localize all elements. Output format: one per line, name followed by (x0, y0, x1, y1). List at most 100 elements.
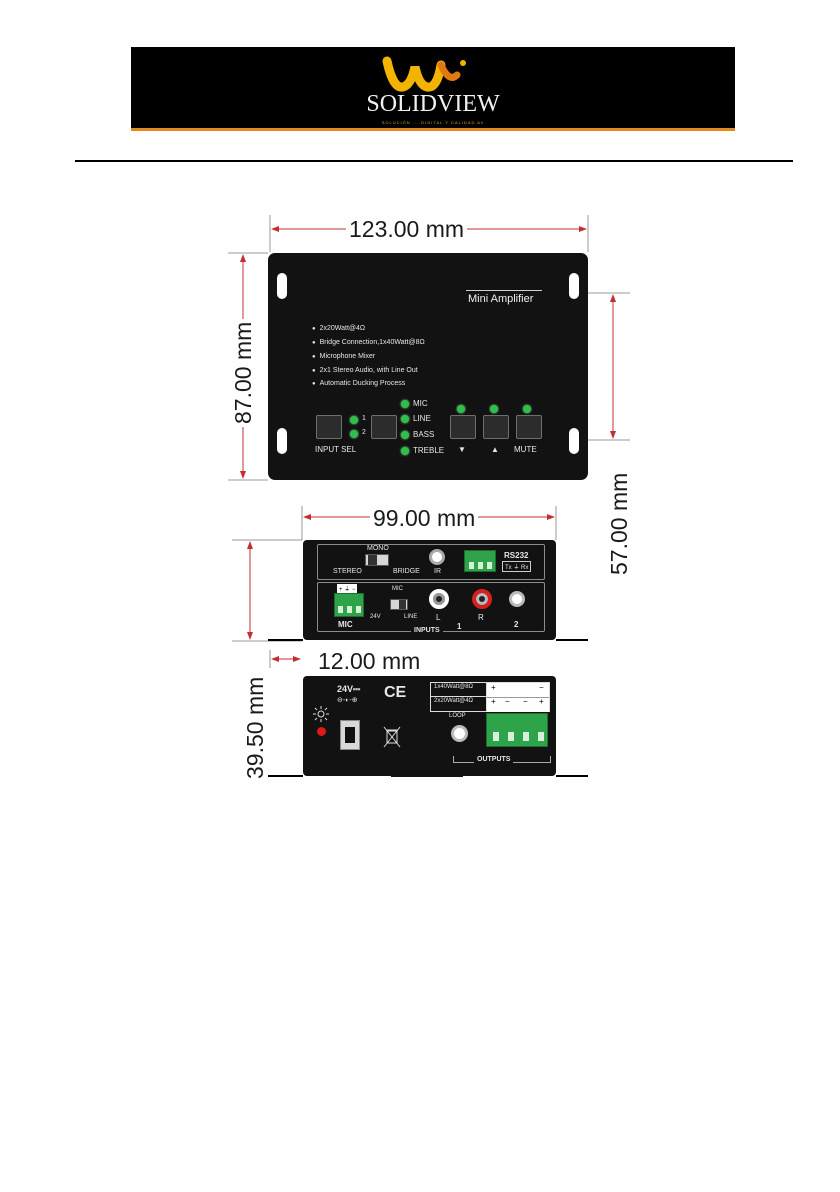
feature-item: Bridge Connection,1x40Watt@8Ω (312, 339, 425, 346)
header-rule (75, 160, 793, 162)
mic-label: MIC (338, 620, 353, 629)
right-label: R (478, 613, 484, 622)
mode-label: BASS (413, 430, 435, 439)
feature-item: 2x20Watt@4Ω (312, 325, 366, 332)
mount-slot (569, 273, 579, 299)
mic-terminal[interactable] (334, 593, 364, 617)
rear-right-flange (556, 639, 588, 641)
table-divider (431, 696, 487, 697)
down-arrow-icon: ▼ (458, 445, 466, 454)
stereo-sign: + (491, 697, 496, 706)
mode-switch[interactable] (365, 554, 389, 566)
volume-up-button[interactable] (483, 415, 509, 439)
mic-led (401, 400, 409, 408)
top-panel: Mini Amplifier 2x20Watt@4Ω Bridge Connec… (268, 253, 588, 480)
up-arrow-icon: ▲ (491, 445, 499, 454)
feature-item: Automatic Ducking Process (312, 380, 406, 387)
crossed-bin-icon (383, 726, 401, 748)
input-sel-label: INPUT SEL (315, 445, 357, 454)
input-led-label: 2 (362, 429, 366, 436)
mount-slot (569, 428, 579, 454)
output-spec-table: 1x40Watt@8Ω 2x20Watt@4Ω + − + − − + (430, 682, 550, 712)
brand-name: SOLIDVIEW (366, 91, 500, 117)
mute-button[interactable] (516, 415, 542, 439)
bass-led (401, 431, 409, 439)
mono-label: MONO (367, 545, 389, 552)
feature-item: Microphone Mixer (312, 353, 376, 360)
input-2-label: 2 (514, 620, 519, 629)
mode-label: TREBLE (413, 446, 445, 455)
mic-switch-right-label: LINE (404, 614, 418, 620)
input-left-rca-jack[interactable] (429, 589, 449, 609)
feature-item: 2x1 Stereo Audio, with Line Out (312, 367, 418, 374)
input-right-rca-jack[interactable] (472, 589, 492, 609)
up-led (490, 405, 498, 413)
polarity-icon: ⊖-◐-⊕ (337, 697, 358, 704)
stereo-sign-cell (487, 697, 549, 712)
dim-width-top: 123.00 mm (346, 216, 468, 242)
power-led-sun-icon (313, 706, 329, 722)
input-1-label: 1 (457, 622, 462, 631)
input-2-jack[interactable] (509, 591, 525, 607)
rs232-pins: Tx ⏚ Rx (502, 561, 532, 572)
ce-mark: CE (384, 684, 407, 701)
bridge-row-label: 1x40Watt@8Ω (434, 684, 474, 690)
ir-jack[interactable] (429, 549, 445, 565)
input-select-button[interactable] (316, 415, 342, 439)
rear-upper-frame (317, 544, 545, 580)
bridge-minus: − (539, 683, 544, 692)
mic-line-switch[interactable] (390, 599, 408, 610)
product-title: Mini Amplifier (468, 293, 534, 305)
front-left-flange (268, 775, 303, 777)
left-label: L (436, 613, 441, 622)
down-led (457, 405, 465, 413)
rs232-terminal[interactable] (464, 550, 496, 572)
inputs-label: INPUTS (411, 627, 443, 634)
stereo-row-label: 2x20Watt@4Ω (434, 698, 474, 704)
power-led (317, 727, 326, 736)
mute-led (523, 405, 531, 413)
ir-label: IR (434, 568, 441, 575)
mic-switch-left-label: 24V (370, 614, 381, 620)
power-label: 24V⎓ (337, 684, 361, 694)
input-2-led (350, 430, 358, 438)
treble-led (401, 447, 409, 455)
bridge-label: BRIDGE (393, 568, 420, 575)
title-rule (466, 290, 542, 291)
mode-label: MIC (413, 399, 428, 408)
dim-height-side: 39.50 mm (242, 673, 268, 782)
outputs-label: OUTPUTS (474, 756, 514, 763)
solidview-logo-icon (382, 56, 466, 92)
mount-slot (277, 428, 287, 454)
volume-down-button[interactable] (450, 415, 476, 439)
line-led (401, 415, 409, 423)
input-1-led (350, 416, 358, 424)
loop-out-jack[interactable] (451, 725, 468, 742)
mode-button[interactable] (371, 415, 397, 439)
brand-tagline: SOLUCIÓN ... DIGITAL Y CALIDAD AV (381, 120, 485, 125)
speaker-output-terminal[interactable] (486, 713, 548, 747)
stereo-label: STEREO (333, 568, 362, 575)
dc-power-jack[interactable] (340, 720, 360, 750)
stereo-sign: − (505, 697, 510, 706)
mode-label: LINE (413, 414, 431, 423)
banner-accent-line (131, 128, 735, 131)
front-base-tab (391, 774, 463, 777)
input-led-label: 1 (362, 415, 366, 422)
front-right-flange (556, 775, 588, 777)
mount-slot (277, 273, 287, 299)
stereo-sign: + (539, 697, 544, 706)
rear-left-flange (268, 639, 303, 641)
dim-width-rear: 99.00 mm (370, 505, 479, 531)
dim-flange: 12.00 mm (315, 648, 424, 674)
rear-panel: MONO STEREO BRIDGE IR RS232 Tx ⏚ Rx + ⏚ … (303, 540, 556, 640)
mute-label: MUTE (514, 445, 537, 454)
mic-terminal-signs: + ⏚ − (337, 584, 358, 593)
front-panel: 24V⎓ ⊖-◐-⊕ CE 1x40Watt@8Ω 2x20Watt@4Ω + … (303, 676, 556, 776)
bridge-plus: + (491, 683, 496, 692)
stereo-sign: − (523, 697, 528, 706)
bridge-sign-cell (487, 683, 549, 697)
loop-label: LOOP (449, 713, 466, 719)
table-divider (486, 683, 487, 711)
dim-mount-spacing: 57.00 mm (606, 469, 632, 578)
